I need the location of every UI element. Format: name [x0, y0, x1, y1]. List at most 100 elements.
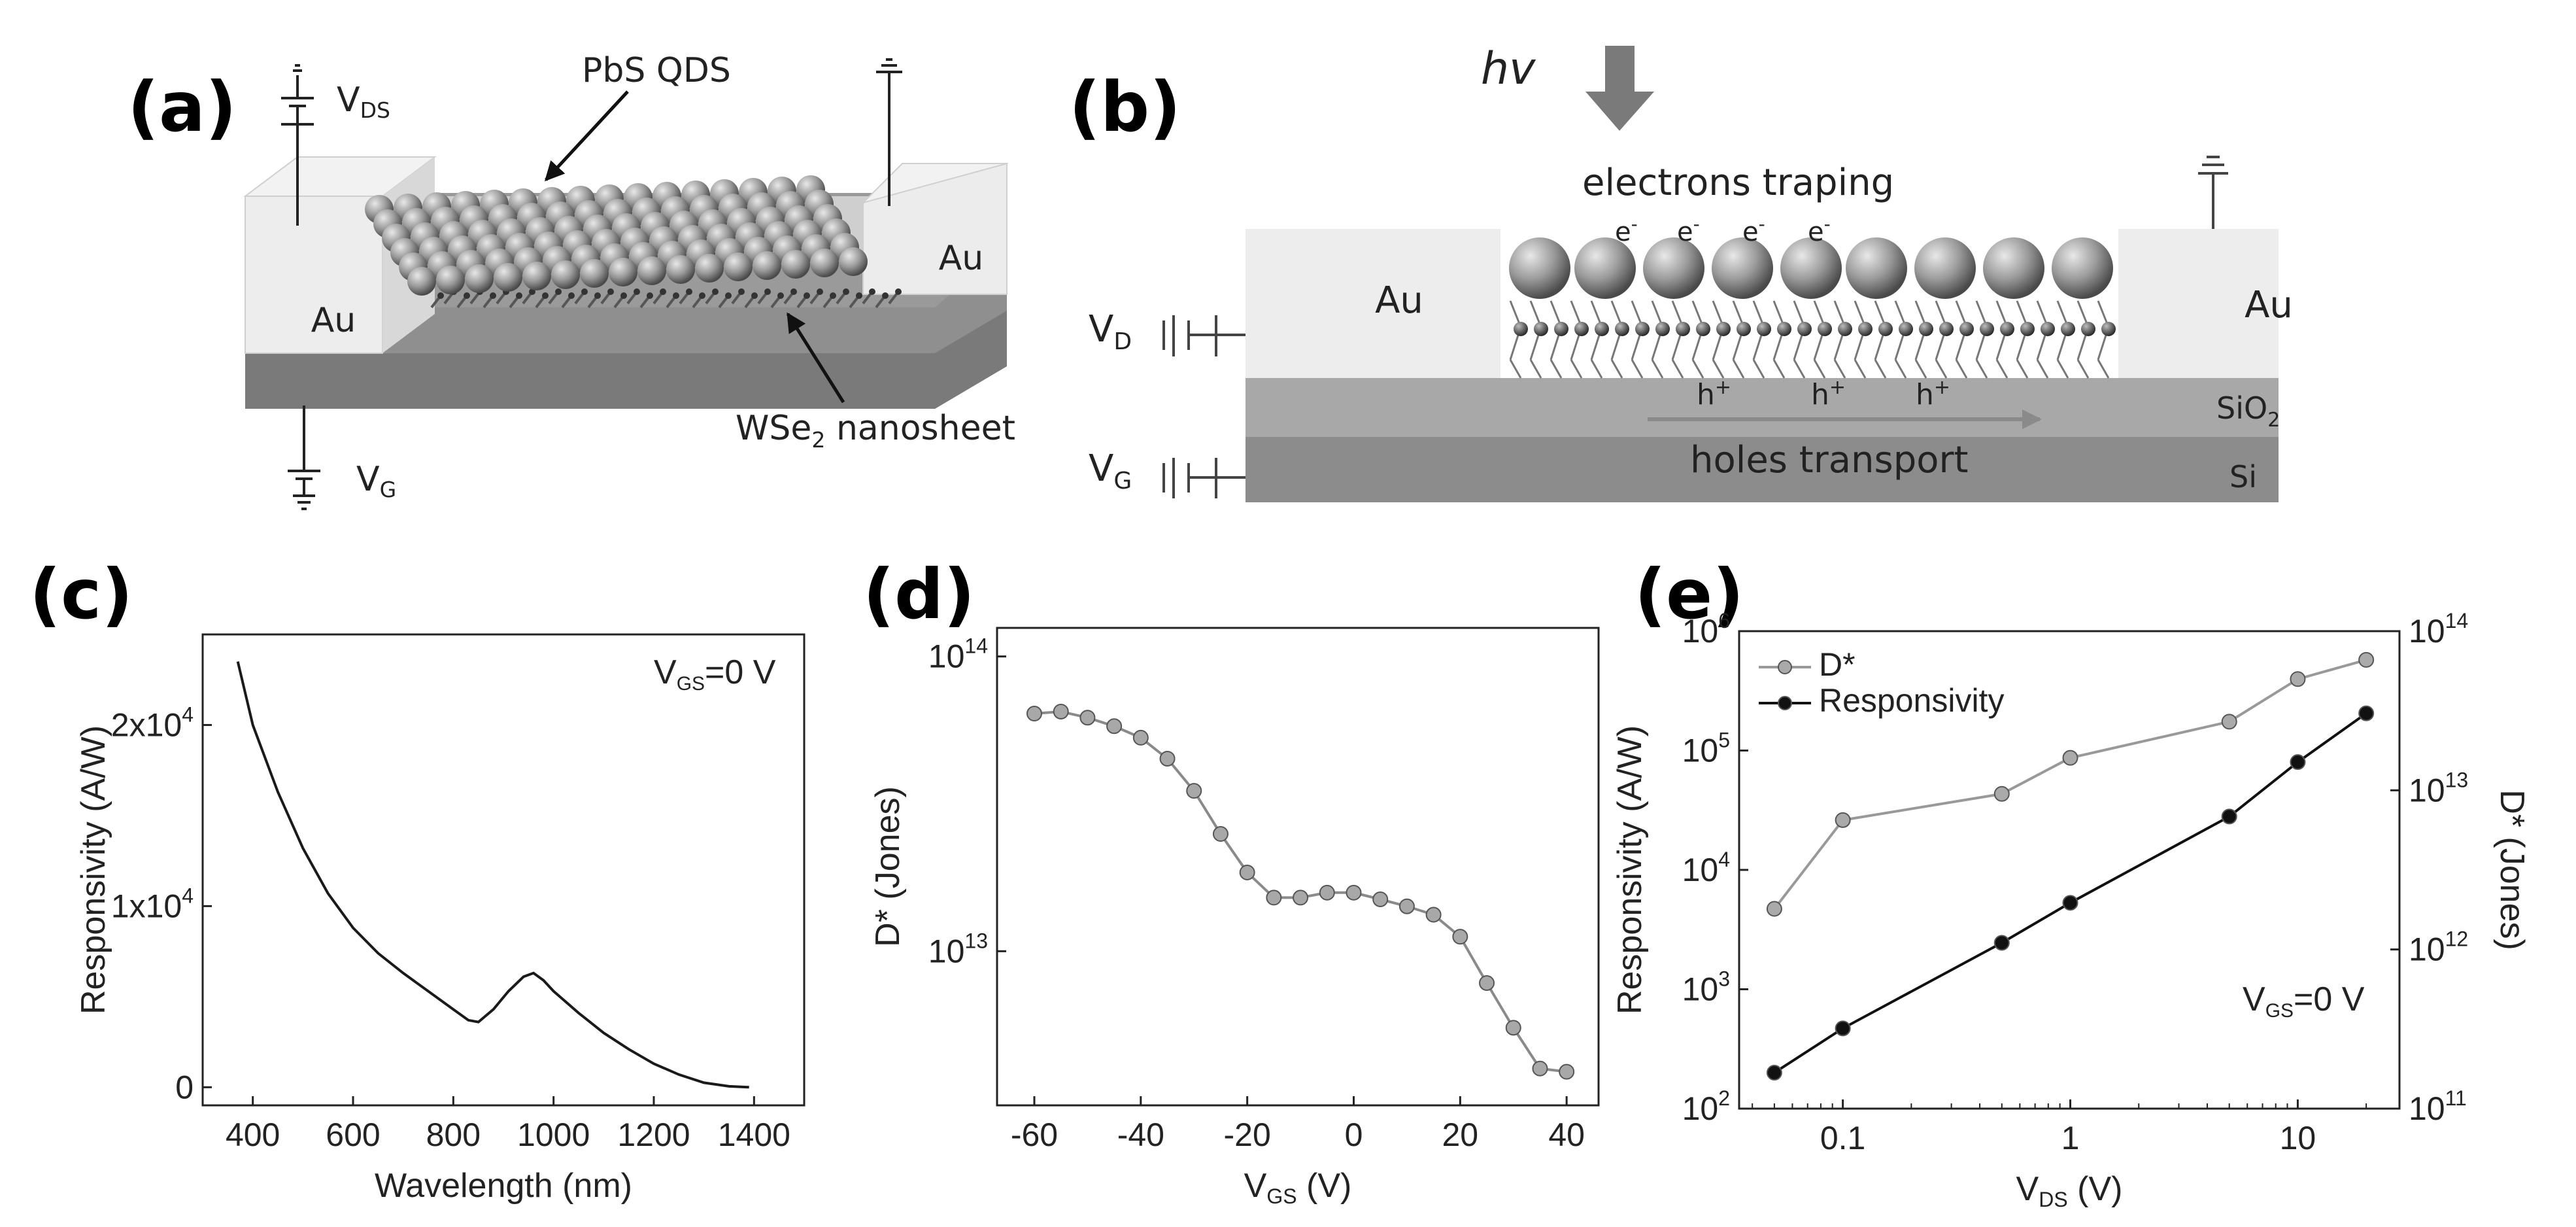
x-tick-label: 0	[1345, 1116, 1363, 1153]
y-tick-label: 1014	[928, 634, 988, 675]
panel-d-label: (d)	[863, 555, 975, 634]
x-tick-label: 1	[2061, 1120, 2080, 1156]
lattice-atom	[1615, 322, 1629, 336]
lattice-atom	[490, 292, 496, 299]
y-tick-label: 106	[1682, 609, 1730, 649]
light-arrow-icon	[1585, 46, 1654, 131]
lattice-atom	[830, 292, 836, 299]
data-point	[1559, 1063, 1575, 1080]
lattice-atom	[2000, 322, 2014, 336]
quantum-dot	[637, 256, 666, 285]
x-tick-label: 1000	[517, 1116, 590, 1153]
hole-labels: h+ h+ h+	[1697, 376, 1950, 411]
lattice-atom	[1980, 322, 1994, 336]
lattice-atom	[1939, 322, 1954, 336]
lattice-atom	[790, 288, 797, 295]
data-point	[1372, 891, 1389, 907]
y-right-tick-label: 1013	[2409, 768, 2468, 808]
drain-lead-symbol	[876, 58, 902, 206]
lattice-atom	[2101, 322, 2116, 336]
x-tick-label: 800	[426, 1116, 481, 1153]
y-axis-title: Responsivity (A/W)	[1611, 725, 1649, 1014]
quantum-dot	[1712, 237, 1773, 299]
quantum-dot	[1846, 237, 1907, 299]
data-point	[2358, 705, 2375, 721]
au-left-label: Au	[311, 301, 356, 340]
data-point	[1106, 718, 1123, 734]
lattice-bond	[1712, 359, 1725, 379]
lattice-bond	[2097, 359, 2110, 379]
data-point	[2062, 750, 2078, 766]
lattice-atom	[594, 292, 601, 299]
lattice-atom	[464, 292, 470, 299]
lattice-bond	[1610, 359, 1623, 379]
lattice-atom	[817, 288, 823, 295]
x-tick-label: 600	[326, 1116, 380, 1153]
lattice-atom	[856, 292, 862, 299]
lattice-bond	[1975, 359, 1988, 379]
lattice-atom	[620, 292, 627, 299]
data-point	[1159, 750, 1176, 767]
lattice-atom	[804, 292, 810, 299]
chart-e-annotation: VGS=0 V	[2243, 980, 2365, 1022]
lattice-atom	[1534, 322, 1548, 336]
data-point	[1026, 706, 1042, 722]
data-point	[1993, 935, 2010, 951]
au-right-electrode	[2118, 229, 2279, 378]
y-tick-label: 104	[1682, 848, 1730, 888]
x-tick-label: 10	[2280, 1120, 2316, 1156]
svg-text:e-: e-	[1677, 213, 1700, 247]
y-axis-title: Responsivity (A/W)	[75, 725, 112, 1014]
holes-transport-label: holes transport	[1690, 439, 1969, 481]
quantum-dot	[839, 247, 868, 276]
lattice-atom	[634, 288, 640, 295]
lattice-atom	[699, 292, 705, 299]
lattice-bond	[1732, 359, 1745, 379]
x-tick-label: 40	[1548, 1116, 1585, 1153]
lattice-atom	[1919, 322, 1933, 336]
vds-source-symbol	[281, 64, 314, 226]
quantum-dot	[1574, 237, 1636, 299]
lattice-bond	[1833, 359, 1846, 379]
quantum-dot	[724, 252, 753, 281]
lattice-atom	[1655, 322, 1670, 336]
lattice-bond	[1752, 359, 1765, 379]
y-tick-label: 102	[1682, 1086, 1730, 1127]
lattice-atom	[764, 288, 771, 295]
legend-label: Responsivity	[1819, 682, 2004, 719]
quantum-dot	[1643, 237, 1704, 299]
y-tick-label: 1x104	[111, 884, 194, 924]
lattice-atom	[2041, 322, 2055, 336]
quantum-dot	[407, 267, 436, 296]
sio2-layer	[1246, 378, 2279, 437]
si-label: Si	[2229, 459, 2257, 494]
legend-marker	[1778, 660, 1792, 674]
vg-source-symbol	[288, 406, 320, 510]
chart-c-annotation: VGS=0 V	[654, 653, 776, 695]
quantum-dot	[810, 249, 839, 277]
pbs-qds-label: PbS QDS	[582, 51, 731, 90]
lattice-atom	[738, 288, 745, 295]
data-point	[2062, 895, 2078, 911]
lattice-bond	[1691, 359, 1704, 379]
lattice-atom	[437, 292, 444, 299]
series-line	[236, 661, 749, 1089]
lattice-atom	[1878, 322, 1893, 336]
x-axis-title: VGS (V)	[1244, 1167, 1352, 1208]
data-point	[1212, 826, 1229, 842]
lattice-bond	[1793, 359, 1806, 379]
lattice-bond	[1995, 359, 2008, 379]
lattice-atom	[555, 288, 562, 295]
lattice-atom	[581, 288, 588, 295]
data-point	[1293, 890, 1309, 906]
quantum-dot	[580, 259, 609, 288]
lattice-bond	[1590, 359, 1603, 379]
lattice-bond	[1651, 359, 1664, 379]
lattice-bond	[1550, 359, 1563, 379]
svg-text:h+: h+	[1916, 376, 1950, 411]
lattice-atom	[1554, 322, 1568, 336]
lattice-atom	[568, 292, 575, 299]
data-point	[1532, 1060, 1548, 1077]
lattice-bond	[1631, 359, 1644, 379]
